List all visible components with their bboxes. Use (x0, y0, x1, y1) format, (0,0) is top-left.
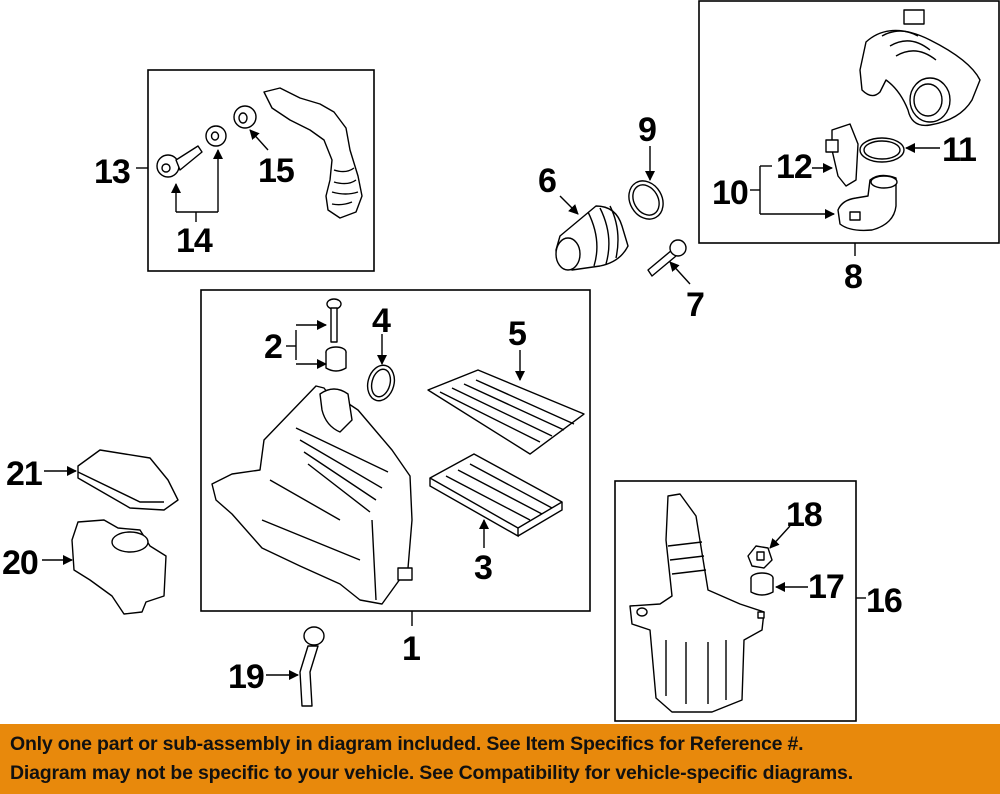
callout-8: 8 (844, 258, 862, 296)
callout-7: 7 (686, 286, 704, 324)
air-cleaner-box-part[interactable] (211, 385, 413, 605)
group-13-box: 13 14 15 (94, 69, 375, 272)
callout-12: 12 (776, 148, 812, 186)
callout-6: 6 (538, 162, 556, 200)
group-19: 19 (228, 626, 325, 707)
bolt-2-part[interactable] (326, 298, 342, 343)
resonator-hose-part[interactable] (263, 87, 363, 219)
parts-diagram: 13 14 15 (2, 0, 1000, 722)
callout-10: 10 (712, 174, 748, 212)
callout-14: 14 (176, 222, 213, 260)
callout-2: 2 (264, 328, 282, 366)
callout-1: 1 (402, 630, 420, 668)
bolt-part[interactable] (156, 145, 203, 178)
callout-19: 19 (228, 658, 264, 696)
clamp-9-part[interactable] (622, 175, 670, 226)
group-1-box: 2 4 5 3 1 (200, 289, 591, 668)
callout-4: 4 (372, 302, 391, 340)
group-1-frame (200, 289, 591, 612)
grommet-2-part[interactable] (325, 346, 347, 372)
callout-18: 18 (786, 496, 822, 534)
group-16-frame (614, 480, 857, 722)
disclaimer-line-2: Diagram may not be specific to your vehi… (10, 762, 853, 784)
group-20-21: 21 20 (2, 449, 179, 615)
callout-11: 11 (942, 131, 976, 169)
filter-3-part[interactable] (429, 453, 563, 538)
callout-21: 21 (6, 455, 42, 493)
group-13-frame (147, 69, 375, 272)
callout-16: 16 (866, 582, 902, 620)
resonator-20-part[interactable] (71, 519, 167, 615)
callout-9: 9 (638, 111, 656, 149)
callout-15: 15 (258, 152, 294, 190)
group-8-frame (698, 0, 1000, 244)
nut-18-part[interactable] (747, 545, 773, 569)
sensor-12-part[interactable] (825, 123, 859, 187)
callout-3: 3 (474, 549, 492, 587)
group-16-box: 18 17 16 (614, 480, 903, 722)
group-8-box: 10 12 11 8 (698, 0, 1000, 296)
filter-5-part[interactable] (427, 369, 585, 455)
seal-ring-4-part[interactable] (364, 362, 398, 404)
grommet-17-part[interactable] (750, 572, 774, 596)
group-6-7-9: 9 6 7 (538, 111, 705, 324)
inlet-boot-part[interactable] (555, 205, 629, 271)
bolt-7-part[interactable] (647, 239, 687, 277)
callout-20: 20 (2, 544, 38, 582)
callout-13: 13 (94, 153, 130, 191)
cover-21-part[interactable] (77, 449, 179, 511)
resonator-16-part[interactable] (629, 493, 765, 713)
intake-hose-part[interactable] (859, 9, 981, 127)
grommet-part[interactable] (205, 125, 227, 147)
disclaimer-banner: Only one part or sub-assembly in diagram… (0, 724, 1000, 794)
clamp-11-part[interactable] (859, 137, 905, 163)
elbow-part[interactable] (837, 174, 898, 232)
grommet-15-part[interactable] (233, 105, 257, 129)
drain-hose-part[interactable] (299, 626, 325, 707)
callout-17: 17 (808, 568, 844, 606)
callout-5: 5 (508, 315, 526, 353)
disclaimer-line-1: Only one part or sub-assembly in diagram… (10, 733, 804, 755)
